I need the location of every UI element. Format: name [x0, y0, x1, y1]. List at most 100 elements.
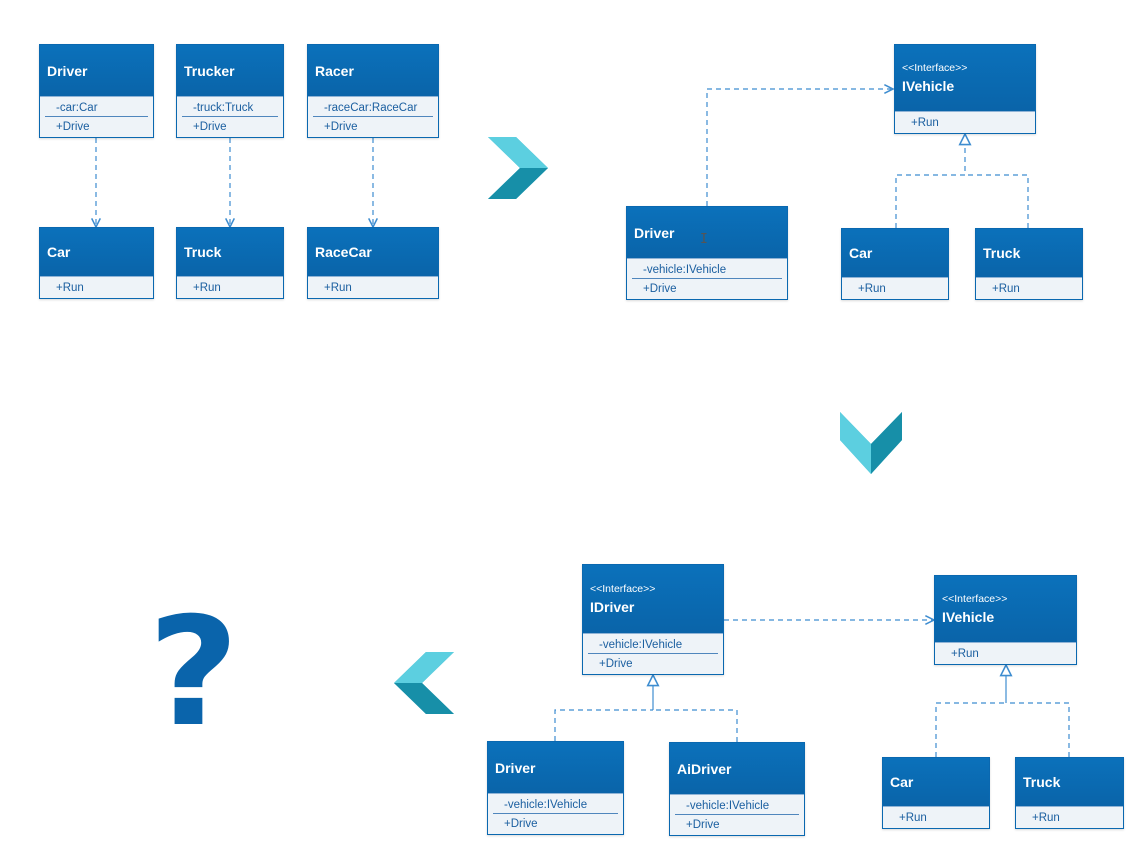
class-name: Truck — [983, 245, 1021, 261]
class-method: +Drive — [324, 121, 358, 133]
class-method: +Run — [951, 648, 979, 660]
interface-stereotype: <<Interface>> — [590, 583, 656, 595]
class-method: +Run — [992, 283, 1020, 295]
class-body: +Run — [976, 277, 1082, 299]
class-aidriver-stage3: AiDriver -vehicle:IVehicle +Drive — [669, 742, 805, 836]
class-name: Driver — [47, 62, 88, 79]
class-body: -vehicle:IVehicle +Drive — [488, 793, 623, 834]
class-body: -vehicle:IVehicle +Drive — [583, 633, 723, 674]
class-body: -truck:Truck +Drive — [177, 96, 283, 137]
class-name: IVehicle — [942, 609, 995, 625]
interface-ivehicle-stage2: <<Interface>> IVehicle +Run — [894, 44, 1036, 134]
class-body: -vehicle:IVehicle +Drive — [670, 794, 804, 835]
class-method: +Drive — [686, 819, 720, 831]
class-name: Racer — [315, 62, 354, 79]
class-header: Racer — [308, 45, 438, 96]
class-attribute: -car:Car — [45, 100, 148, 117]
text-cursor-icon: I — [700, 232, 708, 247]
class-name: Driver — [634, 224, 675, 241]
class-name: IVehicle — [902, 78, 955, 94]
class-header: Trucker — [177, 45, 283, 96]
class-truck-stage2: Truck +Run — [975, 228, 1083, 300]
class-attribute: -vehicle:IVehicle — [632, 262, 782, 279]
interface-ivehicle-stage3: <<Interface>> IVehicle +Run — [934, 575, 1077, 665]
class-method: +Drive — [599, 658, 633, 670]
class-header: Driver — [488, 742, 623, 793]
realization-aidriver-idriver — [653, 709, 738, 742]
class-driver-stage2: Driver -vehicle:IVehicle +Drive — [626, 206, 788, 300]
class-name: Trucker — [184, 62, 235, 79]
class-body: +Run — [842, 277, 948, 299]
class-header: Driver — [40, 45, 153, 96]
realization-truck-ivehicle-3 — [1006, 702, 1070, 757]
chevron-down-icon — [840, 412, 902, 474]
class-name: Truck — [184, 244, 222, 260]
class-header: Truck — [1016, 758, 1123, 806]
class-method: +Run — [1032, 812, 1060, 824]
class-header: <<Interface>> IDriver — [583, 565, 723, 633]
class-method: +Run — [899, 812, 927, 824]
class-header: <<Interface>> IVehicle — [895, 45, 1035, 111]
class-body: -vehicle:IVehicle +Drive — [627, 258, 787, 299]
class-car-stage3: Car +Run — [882, 757, 990, 829]
class-header: Driver — [627, 207, 787, 258]
class-body: +Run — [1016, 806, 1123, 828]
class-name: AiDriver — [677, 760, 732, 777]
class-header: Truck — [177, 228, 283, 276]
class-body: +Run — [40, 276, 153, 298]
interface-stereotype: <<Interface>> — [902, 62, 968, 74]
class-car-stage1: Car +Run — [39, 227, 154, 299]
class-header: Car — [883, 758, 989, 806]
question-mark-icon: ? — [147, 586, 240, 760]
class-method: +Run — [56, 282, 84, 294]
realization-driver-idriver — [554, 709, 653, 741]
class-header: Car — [842, 229, 948, 277]
class-header: Truck — [976, 229, 1082, 277]
class-method: +Run — [911, 117, 939, 129]
class-method: +Run — [324, 282, 352, 294]
class-attribute: -vehicle:IVehicle — [493, 797, 618, 814]
class-racer-stage1: Racer -raceCar:RaceCar +Drive — [307, 44, 439, 138]
class-body: +Run — [308, 276, 438, 298]
realization-truck-ivehicle — [965, 174, 1029, 228]
class-body: +Run — [883, 806, 989, 828]
class-method: +Run — [193, 282, 221, 294]
class-driver-stage3: Driver -vehicle:IVehicle +Drive — [487, 741, 624, 835]
class-attribute: -vehicle:IVehicle — [588, 637, 718, 654]
class-truck-stage1: Truck +Run — [176, 227, 284, 299]
class-name: Car — [849, 245, 873, 261]
class-method: +Drive — [193, 121, 227, 133]
class-header: AiDriver — [670, 743, 804, 794]
class-attribute: -truck:Truck — [182, 100, 278, 117]
class-name: Car — [890, 774, 914, 790]
interface-stereotype: <<Interface>> — [942, 593, 1008, 605]
class-body: -raceCar:RaceCar +Drive — [308, 96, 438, 137]
class-name: RaceCar — [315, 244, 372, 260]
class-truck-stage3: Truck +Run — [1015, 757, 1124, 829]
chevron-left-icon — [394, 652, 454, 714]
class-header: <<Interface>> IVehicle — [935, 576, 1076, 642]
class-driver-stage1: Driver -car:Car +Drive — [39, 44, 154, 138]
realization-car-ivehicle — [895, 134, 965, 228]
dependency-driver-ivehicle — [706, 89, 893, 206]
class-body: +Run — [177, 276, 283, 298]
class-name: Driver — [495, 759, 536, 776]
class-method: +Drive — [643, 283, 677, 295]
class-name: Truck — [1023, 774, 1061, 790]
class-header: RaceCar — [308, 228, 438, 276]
class-method: +Run — [858, 283, 886, 295]
class-header: Car — [40, 228, 153, 276]
class-car-stage2: Car +Run — [841, 228, 949, 300]
class-trucker-stage1: Trucker -truck:Truck +Drive — [176, 44, 284, 138]
interface-idriver-stage3: <<Interface>> IDriver -vehicle:IVehicle … — [582, 564, 724, 675]
class-body: +Run — [895, 111, 1035, 133]
class-body: -car:Car +Drive — [40, 96, 153, 137]
class-name: IDriver — [590, 599, 635, 615]
class-attribute: -raceCar:RaceCar — [313, 100, 433, 117]
class-method: +Drive — [504, 818, 538, 830]
realization-car-ivehicle-3 — [935, 702, 1006, 757]
chevron-right-icon — [488, 137, 548, 199]
class-attribute: -vehicle:IVehicle — [675, 798, 799, 815]
class-name: Car — [47, 244, 71, 260]
class-method: +Drive — [56, 121, 90, 133]
